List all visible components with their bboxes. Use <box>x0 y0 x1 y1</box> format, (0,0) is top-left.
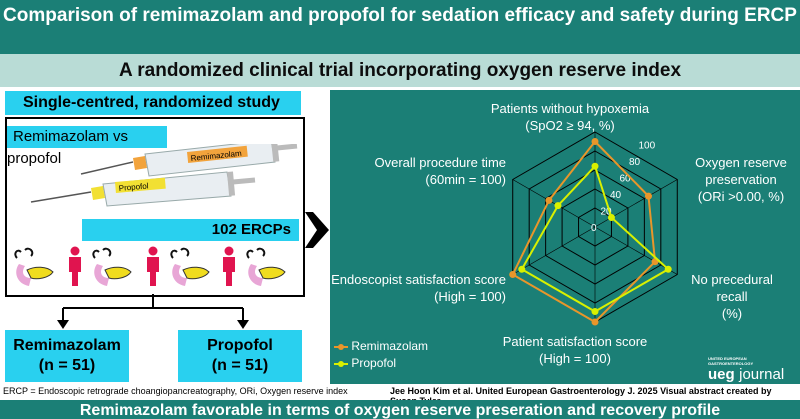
page-title: Comparison of remimazolam and propofol f… <box>3 5 797 26</box>
propofol-syringe: Propofol <box>30 171 256 207</box>
radar-tick-label: 60 <box>620 174 632 185</box>
axis-label-endoscopist-satisfaction: Endoscopist satisfaction score (High = 1… <box>331 272 506 304</box>
group-remimazolam-name: Remimazolam <box>13 337 121 354</box>
group-remimazolam: Remimazolam (n = 51) <box>5 330 129 382</box>
radar-point-propofol <box>607 214 615 221</box>
remimazolam-syringe: Remimazolam <box>80 144 298 177</box>
radar-point-propofol <box>591 308 599 316</box>
conclusion-banner: Remimazolam favorable in terms of oxygen… <box>0 400 800 419</box>
radar-spoke <box>594 226 678 275</box>
allocation-arrows <box>57 294 249 329</box>
organ-icon <box>246 247 286 286</box>
organ-icon <box>14 247 54 286</box>
patients-illustration <box>14 246 286 286</box>
ueg-journal-logo: UNITED EUROPEAN GASTROENTEROLOGY ueg jou… <box>708 356 785 383</box>
organ-icon <box>92 247 132 286</box>
radar-point-propofol <box>518 265 526 273</box>
radar-tick-label: 0 <box>591 223 597 234</box>
radar-point-remimazolam <box>509 271 517 278</box>
ercp-count-label: 102 ERCPs <box>82 219 299 241</box>
group-remimazolam-n: (n = 51) <box>38 357 96 374</box>
radar-tick-label: 40 <box>610 190 622 201</box>
radar-point-remimazolam <box>644 192 652 200</box>
transition-arrow-icon <box>305 212 329 248</box>
person-icon <box>69 246 81 286</box>
radar-tick-label: 100 <box>639 141 656 152</box>
abbreviations-note: ERCP = Endoscopic retrograde choangiopan… <box>3 386 348 396</box>
syringe-illustration: Remimazolam Propofol <box>30 144 298 207</box>
radar-tick-label: 80 <box>629 157 641 168</box>
group-propofol: Propofol (n = 51) <box>178 330 302 382</box>
axis-label-hypoxemia: Patients without hypoxemia (SpO2 ≥ 94, %… <box>490 101 650 133</box>
radar-chart: 0 20 40 60 80 100 <box>509 131 678 326</box>
radar-point-propofol <box>591 162 599 170</box>
axis-label-procedure-time: Overall procedure time (60min = 100) <box>374 155 507 187</box>
radar-series-remimazolam <box>511 139 657 324</box>
subtitle-banner: A randomized clinical trial incorporatin… <box>0 54 800 87</box>
legend-item-propofol: Propofol <box>334 355 428 372</box>
propofol-syringe-label: Propofol <box>118 181 149 193</box>
radar-point-remimazolam <box>591 138 599 145</box>
chart-legend: Remimazolam Propofol <box>334 338 428 372</box>
person-icon <box>223 246 235 286</box>
legend-item-remimazolam: Remimazolam <box>334 338 428 355</box>
study-type-label: Single-centred, randomized study <box>5 91 301 115</box>
radar-spoke <box>512 226 596 275</box>
group-propofol-name: Propofol <box>207 337 273 354</box>
title-banner: Comparison of remimazolam and propofol f… <box>0 0 800 54</box>
axis-label-patient-satisfaction: Patient satisfaction score (High = 100) <box>502 334 648 366</box>
page-subtitle: A randomized clinical trial incorporatin… <box>118 60 682 81</box>
group-propofol-n: (n = 51) <box>211 357 269 374</box>
radar-tick-label: 20 <box>601 207 613 218</box>
radar-point-propofol <box>554 202 562 210</box>
organ-icon <box>170 247 210 286</box>
radar-point-propofol <box>664 265 672 273</box>
outcomes-panel: 0 20 40 60 80 100 Patients without hypoxemia … <box>330 90 800 384</box>
radar-point-remimazolam <box>545 196 553 204</box>
conclusion-text: Remimazolam favorable in terms of oxygen… <box>79 402 721 419</box>
axis-label-oxygen-reserve: Oxygen reserve preservation (ORi >0.00, … <box>695 155 787 204</box>
comparison-label: Remimazolam vs propofol <box>7 126 167 167</box>
person-icon <box>147 246 159 286</box>
radar-point-remimazolam <box>591 318 599 326</box>
axis-label-recall: No precedural recall (%) <box>691 272 773 321</box>
radar-spoke <box>512 179 596 228</box>
